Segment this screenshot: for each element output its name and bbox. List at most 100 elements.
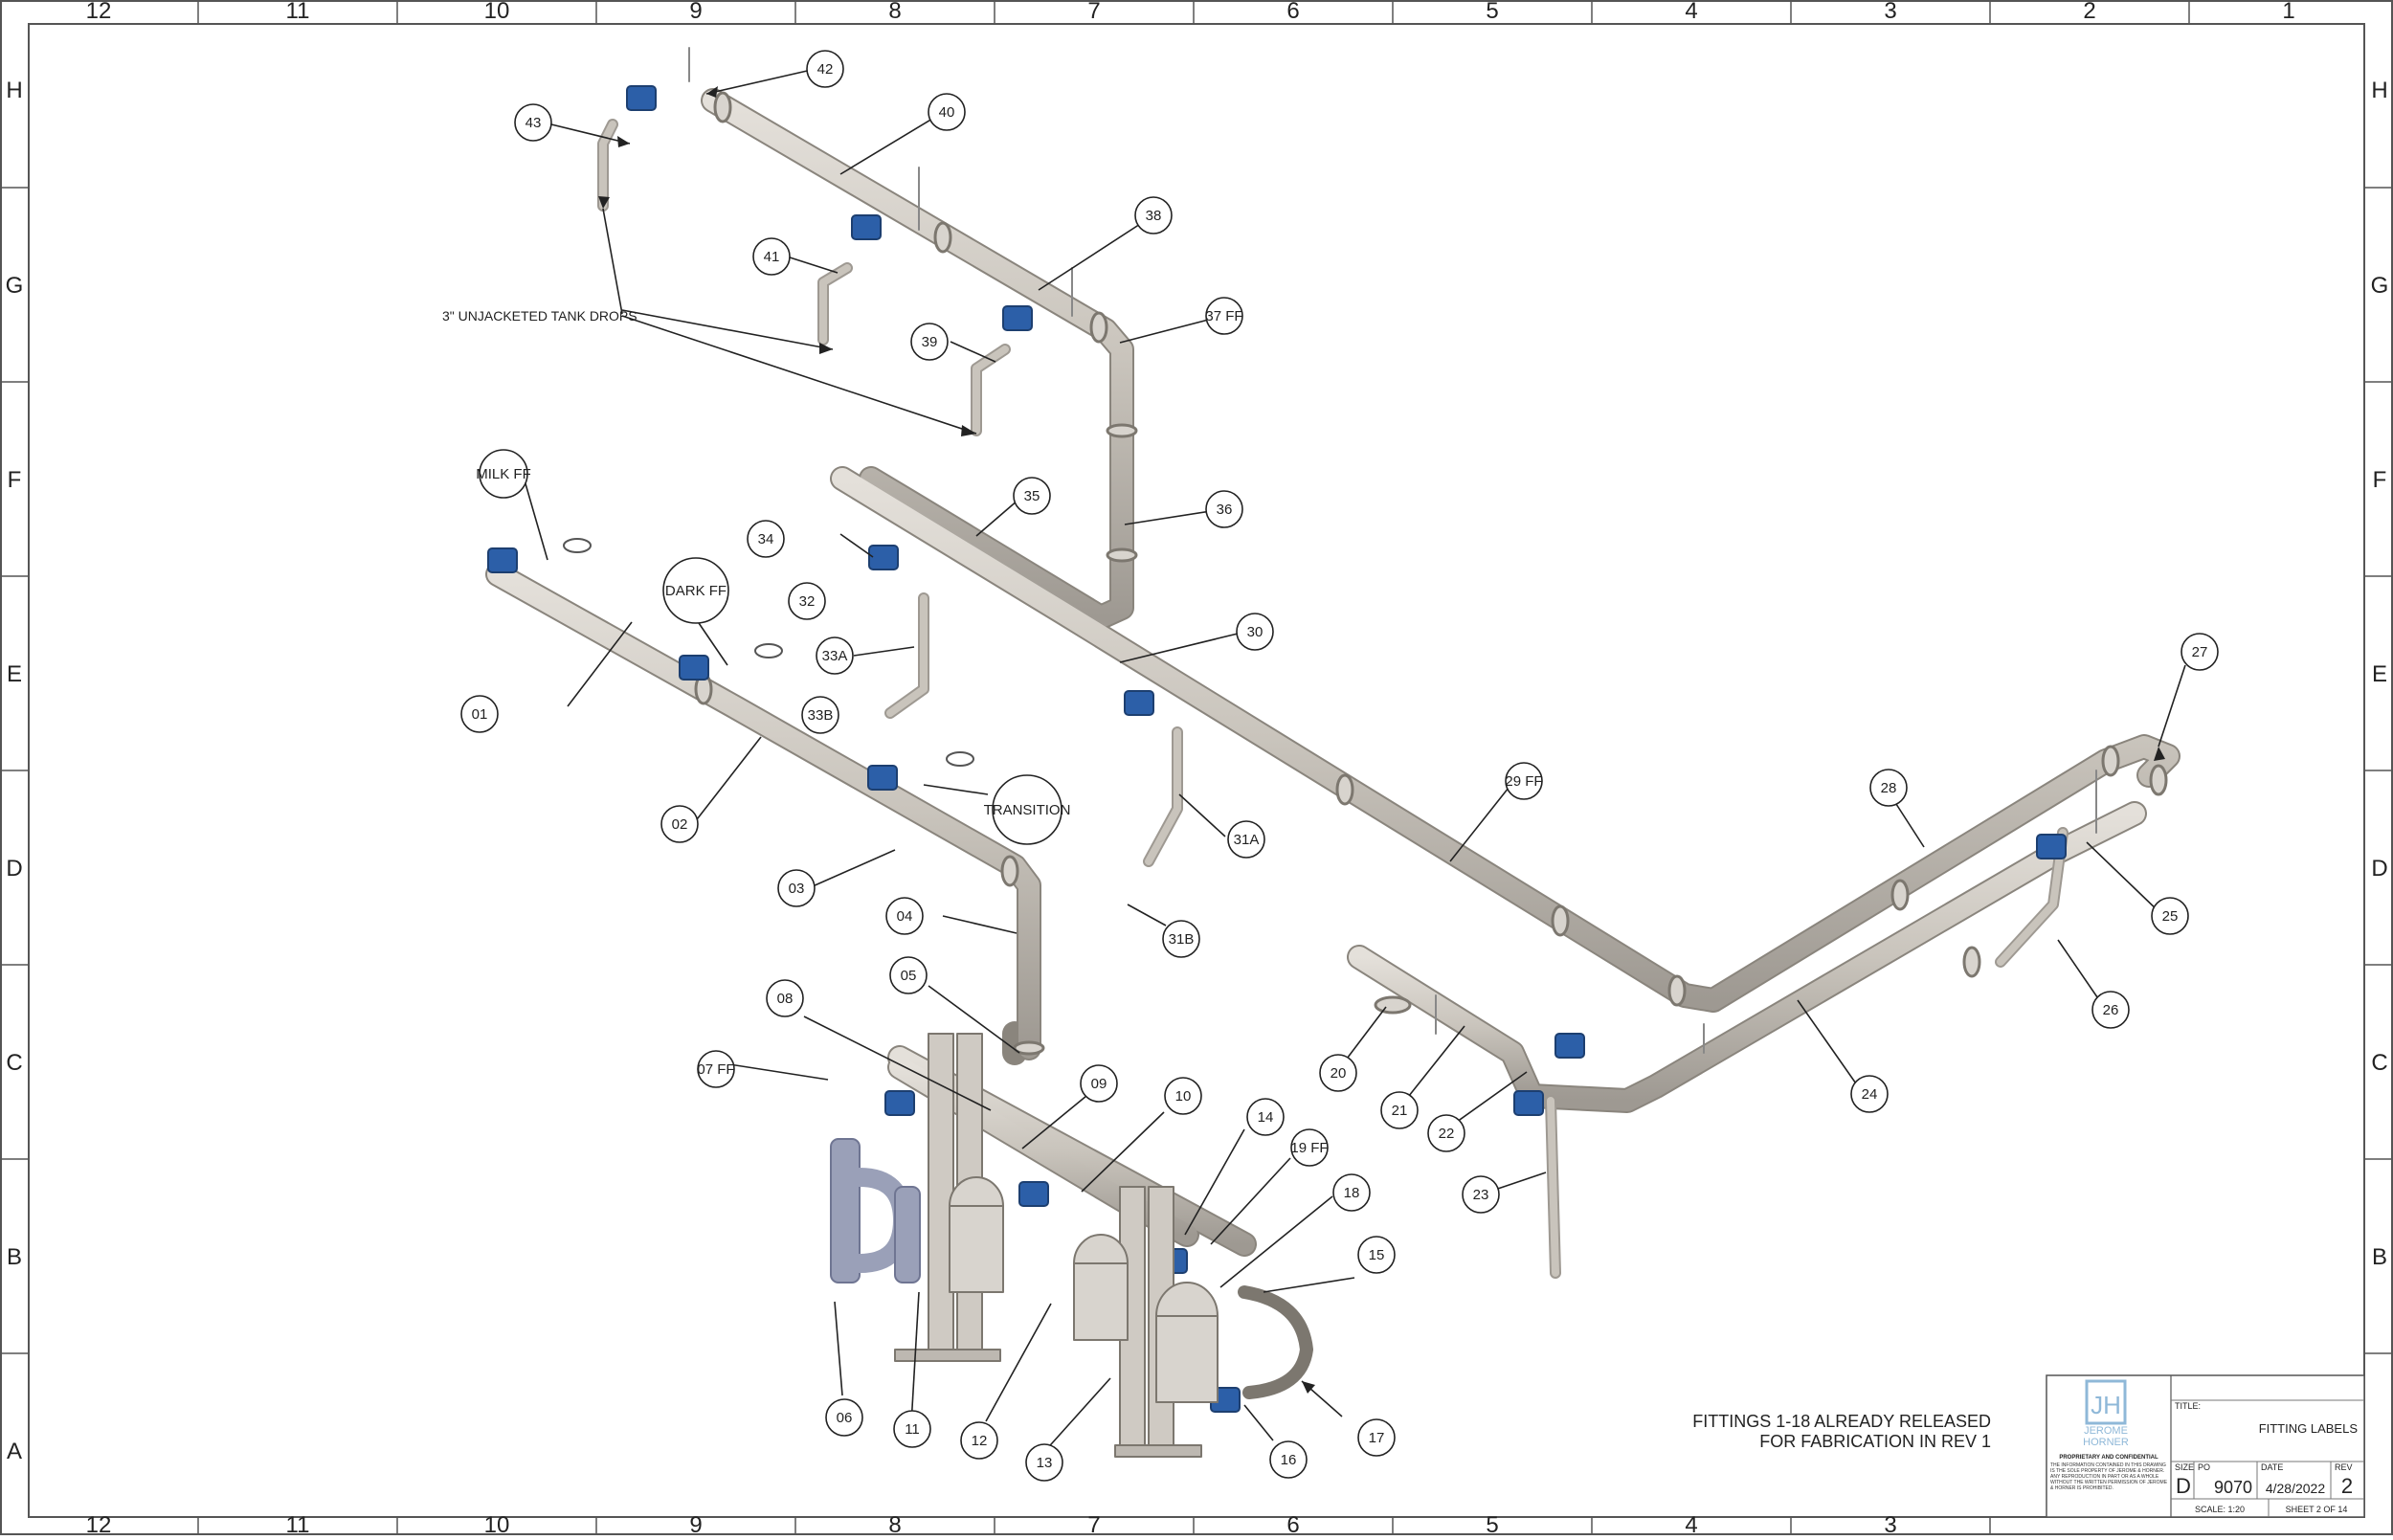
balloon-12: 12 — [972, 1433, 988, 1449]
zone-col-5-bottom: 5 — [1486, 1512, 1498, 1535]
piping-model — [485, 47, 2181, 1458]
balloon-27: 27 — [2192, 644, 2208, 660]
balloon-22: 22 — [1439, 1126, 1455, 1142]
logo-name-2: HORNER — [2083, 1437, 2129, 1448]
zone-col-1: 1 — [2282, 0, 2294, 24]
zone-row-h: H — [6, 78, 22, 103]
balloon-26: 26 — [2103, 1002, 2119, 1018]
balloon-20: 20 — [1331, 1065, 1347, 1082]
balloon-11: 11 — [905, 1421, 920, 1438]
balloon-17: 17 — [1369, 1430, 1385, 1446]
balloon-35: 35 — [1024, 488, 1040, 504]
balloon-32: 32 — [799, 593, 816, 610]
balloon-13: 13 — [1037, 1455, 1053, 1471]
zone-col-7: 7 — [1087, 0, 1100, 24]
balloon-39: 39 — [922, 334, 938, 350]
po-value: 9070 — [2214, 1478, 2252, 1497]
balloon-transition: TRANSITION — [984, 802, 1071, 818]
zone-row-b: B — [7, 1244, 22, 1270]
zone-row-g-right: G — [2371, 273, 2389, 299]
zone-row-b-right: B — [2372, 1244, 2387, 1270]
note-tank-drops: 3" UNJACKETED TANK DROPS — [442, 308, 637, 324]
zone-col-12: 12 — [86, 0, 112, 24]
size-label: SIZE — [2175, 1462, 2194, 1472]
balloon-14: 14 — [1258, 1109, 1274, 1126]
zone-col-5: 5 — [1486, 0, 1498, 24]
zone-row-g: G — [6, 273, 24, 299]
zone-row-d: D — [6, 856, 22, 882]
balloon-31a: 31A — [1234, 832, 1260, 848]
balloon-25: 25 — [2162, 908, 2179, 925]
balloon-dark-ff: DARK FF — [665, 583, 727, 599]
title-label: TITLE: — [2175, 1401, 2201, 1411]
balloon-04: 04 — [897, 908, 913, 925]
balloon-labels: 42 43 40 41 38 37 FF 39 36 35 34 32 33A … — [472, 61, 2208, 1471]
disclaimer-box: THE INFORMATION CONTAINED IN THIS DRAWIN… — [2050, 1462, 2168, 1491]
zone-col-9-bottom: 9 — [689, 1512, 702, 1535]
zone-col-11-bottom: 11 — [286, 1512, 310, 1535]
balloon-43: 43 — [526, 115, 542, 131]
balloon-19ff: 19 FF — [1290, 1140, 1328, 1156]
balloon-06: 06 — [837, 1410, 853, 1426]
zone-col-8: 8 — [888, 0, 901, 24]
balloon-33a: 33A — [822, 648, 848, 664]
zone-col-12-bottom: 12 — [86, 1512, 112, 1535]
zone-col-4-bottom: 4 — [1685, 1512, 1697, 1535]
zone-col-7-bottom: 7 — [1087, 1512, 1100, 1535]
balloon-36: 36 — [1217, 502, 1233, 518]
balloon-09: 09 — [1091, 1076, 1107, 1092]
zone-row-e: E — [7, 661, 22, 687]
fitting-balloons — [460, 50, 2219, 1482]
zone-col-9: 9 — [689, 0, 702, 24]
balloon-15: 15 — [1369, 1247, 1385, 1263]
balloon-33b: 33B — [808, 707, 834, 724]
company-logo-icon: JH — [2085, 1379, 2127, 1425]
balloon-38: 38 — [1146, 208, 1162, 224]
balloon-28: 28 — [1881, 780, 1897, 796]
proprietary-label: PROPRIETARY AND CONFIDENTIAL — [2059, 1455, 2158, 1461]
rev-label: REV — [2335, 1462, 2353, 1472]
balloon-10: 10 — [1175, 1088, 1192, 1105]
zone-col-3: 3 — [1884, 0, 1896, 24]
balloon-01: 01 — [472, 706, 488, 723]
title-block: JH JEROME HORNER PROPRIETARY AND CONFIDE… — [2046, 1374, 2365, 1518]
balloon-21: 21 — [1392, 1103, 1408, 1119]
rev-value: 2 — [2341, 1474, 2353, 1498]
zone-col-8-bottom: 8 — [888, 1512, 901, 1535]
note-release-line2: FOR FABRICATION IN REV 1 — [1759, 1432, 1991, 1451]
balloon-29ff: 29 FF — [1505, 773, 1542, 790]
zone-row-a: A — [7, 1439, 22, 1464]
sheet-value: SHEET 2 OF 14 — [2286, 1505, 2348, 1514]
zone-col-11: 11 — [286, 0, 310, 24]
zone-row-c-right: C — [2371, 1050, 2387, 1076]
note-release-line1: FITTINGS 1-18 ALREADY RELEASED — [1692, 1412, 1991, 1431]
logo-name-1: JEROME — [2084, 1425, 2128, 1437]
leader-lines — [522, 68, 2186, 1454]
zone-row-h-right: H — [2371, 78, 2387, 103]
balloon-03: 03 — [789, 881, 805, 897]
balloon-30: 30 — [1247, 624, 1264, 640]
balloon-40: 40 — [939, 104, 955, 121]
balloon-07ff: 07 FF — [697, 1061, 734, 1078]
balloon-31b: 31B — [1169, 931, 1195, 948]
balloon-23: 23 — [1473, 1187, 1489, 1203]
zone-row-c: C — [6, 1050, 22, 1076]
disclaimer-text: THE INFORMATION CONTAINED IN THIS DRAWIN… — [2050, 1462, 2168, 1491]
zone-col-10: 10 — [484, 0, 510, 24]
balloon-24: 24 — [1862, 1086, 1878, 1103]
size-value: D — [2176, 1474, 2191, 1498]
zone-row-e-right: E — [2372, 661, 2387, 687]
balloon-41: 41 — [764, 249, 780, 265]
date-label: DATE — [2261, 1462, 2283, 1472]
balloon-08: 08 — [777, 991, 794, 1007]
scale-value: SCALE: 1:20 — [2195, 1505, 2245, 1514]
date-value: 4/28/2022 — [2266, 1481, 2325, 1496]
balloon-16: 16 — [1281, 1452, 1297, 1468]
zone-col-3-bottom: 3 — [1884, 1512, 1896, 1535]
balloon-42: 42 — [817, 61, 834, 78]
balloon-05: 05 — [901, 968, 917, 984]
balloon-34: 34 — [758, 531, 774, 547]
balloon-37ff: 37 FF — [1205, 308, 1242, 324]
